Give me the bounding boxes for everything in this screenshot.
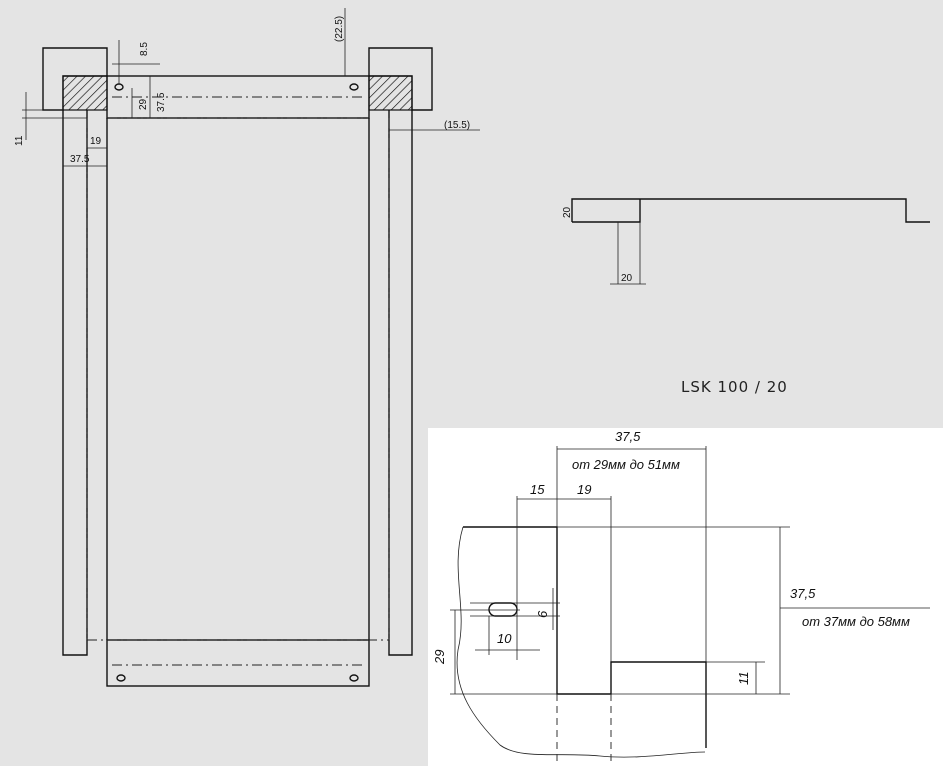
profile-outline [571,198,930,223]
detail-range-top: от 29мм до 51мм [572,457,680,472]
top-right-slot [349,83,359,91]
detail-dim-37-5-top: 37,5 [615,429,641,444]
dim-11: 11 [14,135,25,146]
detail-dim-10: 10 [497,631,512,646]
dim-37-5-top: 37.5 [156,92,167,112]
break-line [456,526,706,758]
dim-29: 29 [138,98,149,110]
detail-dim-11: 11 [736,672,751,686]
top-left-slot [114,83,124,91]
detail-dim-29: 29 [432,650,447,665]
top-rail [106,75,370,119]
profile-dim-20-v: 20 [621,273,633,284]
dim-15-5: (15.5) [444,120,470,131]
profile-view: 20 20 [562,198,930,285]
detail-dim-6: 6 [535,610,550,618]
right-post [388,110,413,656]
detail-panel [428,428,943,766]
bottom-right-slot [349,674,359,682]
dim-22-5: (22.5) [334,16,345,42]
detail-dim-19: 19 [577,482,591,497]
detail-dim-37-5-right: 37,5 [790,586,816,601]
left-hatch-block [62,75,108,111]
dim-8-5: 8.5 [139,42,150,56]
detail-view: 37,5 от 29мм до 51мм 15 19 6 10 29 37,5 … [428,428,943,766]
dim-37-5-left: 37.5 [70,154,90,165]
right-hatch-block [368,75,413,111]
bottom-rail [106,639,370,687]
model-label: LSK 100 / 20 [681,378,788,396]
detail-dim-15: 15 [530,482,545,497]
left-post [62,110,88,656]
profile-step [572,199,641,223]
profile-dim-20-h: 20 [562,206,573,218]
bottom-left-slot [116,674,126,682]
detail-range-right: от 37мм до 58мм [802,614,910,629]
dim-19: 19 [90,136,102,147]
frame-view: 8.5 (22.5) 29 37.5 11 19 (15.5) 37.5 [14,8,480,687]
